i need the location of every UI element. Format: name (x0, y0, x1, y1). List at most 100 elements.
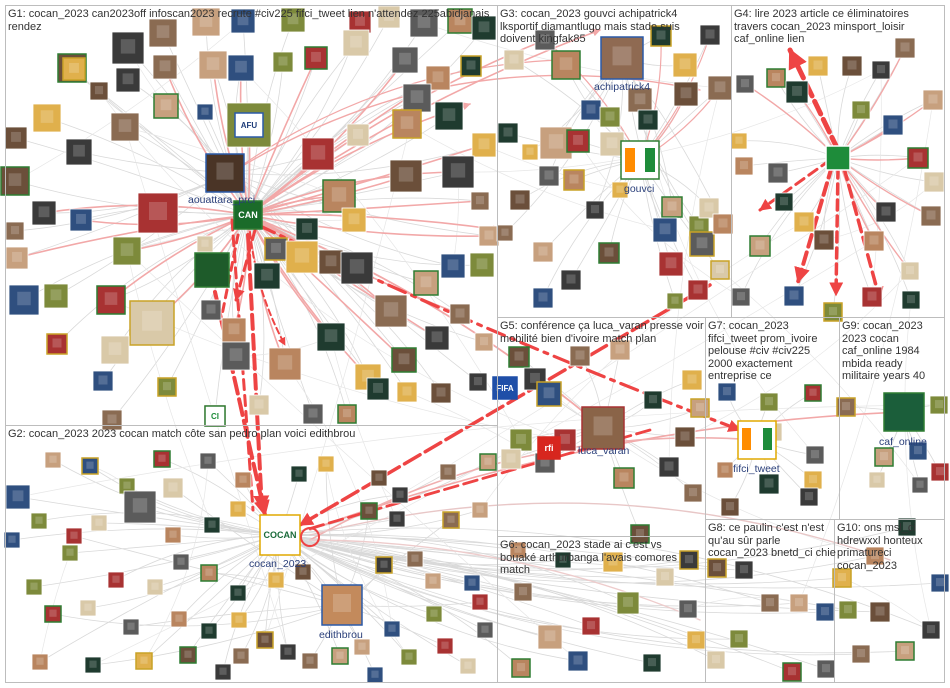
user-avatar-node[interactable] (196, 103, 214, 121)
user-avatar-node[interactable] (585, 200, 605, 220)
user-avatar-node[interactable] (895, 641, 915, 661)
user-avatar-node[interactable] (374, 294, 408, 328)
user-avatar-node[interactable] (474, 332, 494, 352)
afu-logo-node[interactable]: AFU (234, 112, 264, 138)
user-avatar-node[interactable] (377, 5, 401, 29)
user-avatar-node[interactable] (129, 300, 175, 346)
user-avatar-node[interactable] (440, 253, 466, 279)
user-avatar-node[interactable] (232, 647, 250, 665)
user-avatar-node[interactable] (4, 126, 28, 150)
node-label-cocan-2023[interactable]: cocan_2023 (249, 558, 307, 570)
user-avatar-node[interactable] (731, 287, 751, 307)
user-avatar-node[interactable] (32, 103, 62, 133)
user-avatar-node[interactable] (497, 122, 519, 144)
user-avatar-node[interactable] (468, 372, 488, 392)
user-avatar-node[interactable] (832, 568, 852, 588)
user-avatar-node[interactable] (687, 279, 709, 301)
user-avatar-node[interactable] (471, 132, 497, 158)
g4-hub-node[interactable] (825, 145, 851, 171)
user-avatar-node[interactable] (90, 514, 108, 532)
user-avatar-node[interactable] (388, 510, 406, 528)
node-label-achipatrick4[interactable]: achipatrick4 (594, 81, 651, 93)
user-avatar-node[interactable] (532, 287, 554, 309)
user-avatar-node[interactable] (707, 75, 733, 101)
user-avatar-node[interactable] (402, 83, 432, 113)
user-avatar-node[interactable] (294, 563, 312, 581)
user-avatar-node[interactable] (81, 457, 99, 475)
user-avatar-node[interactable] (449, 303, 471, 325)
user-avatar-node[interactable] (122, 618, 140, 636)
user-avatar-node[interactable] (538, 165, 560, 187)
user-avatar-node[interactable] (471, 593, 489, 611)
user-avatar-node[interactable] (699, 24, 721, 46)
user-avatar-node[interactable] (65, 527, 83, 545)
user-avatar-node[interactable] (782, 662, 802, 682)
user-avatar-node[interactable] (107, 571, 125, 589)
user-avatar-node[interactable] (513, 582, 533, 602)
user-avatar-node[interactable] (366, 377, 390, 401)
user-avatar-node[interactable] (836, 397, 856, 417)
user-avatar-node[interactable] (111, 31, 145, 65)
user-avatar-node[interactable] (383, 620, 401, 638)
user-avatar-node[interactable] (690, 398, 710, 418)
user-avatar-node[interactable] (823, 302, 843, 322)
luca-varan-node[interactable] (581, 406, 625, 450)
user-avatar-node[interactable] (720, 497, 740, 517)
user-avatar-node[interactable] (346, 123, 370, 147)
user-avatar-node[interactable] (508, 346, 530, 368)
user-avatar-node[interactable] (816, 659, 836, 679)
user-avatar-node[interactable] (471, 501, 489, 519)
user-avatar-node[interactable] (248, 394, 270, 416)
user-avatar-node[interactable] (630, 524, 650, 544)
user-avatar-node[interactable] (256, 631, 274, 649)
user-avatar-node[interactable] (554, 551, 572, 569)
user-avatar-node[interactable] (767, 162, 789, 184)
achipatrick4-node[interactable] (600, 36, 644, 80)
can-logo-node[interactable]: CAN (233, 200, 263, 230)
user-avatar-node[interactable] (5, 484, 31, 510)
user-avatar-node[interactable] (268, 347, 302, 381)
user-avatar-node[interactable] (112, 236, 142, 266)
user-avatar-node[interactable] (25, 578, 43, 596)
user-avatar-node[interactable] (179, 646, 197, 664)
user-avatar-node[interactable] (673, 81, 699, 107)
node-label-fifci-tweet[interactable]: fifci_tweet (733, 463, 780, 475)
user-avatar-node[interactable] (479, 453, 497, 471)
user-avatar-node[interactable] (569, 345, 591, 367)
user-avatar-node[interactable] (734, 156, 754, 176)
user-avatar-node[interactable] (735, 74, 755, 94)
user-avatar-node[interactable] (267, 571, 285, 589)
user-avatar-node[interactable] (503, 49, 525, 71)
user-avatar-node[interactable] (157, 377, 177, 397)
caf-online-node[interactable] (883, 392, 925, 432)
user-avatar-node[interactable] (496, 224, 514, 242)
user-avatar-node[interactable] (874, 447, 894, 467)
user-avatar-node[interactable] (301, 652, 319, 670)
user-avatar-node[interactable] (805, 445, 825, 465)
user-avatar-node[interactable] (900, 261, 920, 281)
edithbrou-node[interactable] (321, 584, 363, 626)
user-avatar-node[interactable] (353, 638, 371, 656)
user-avatar-node[interactable] (599, 106, 621, 128)
user-avatar-node[interactable] (869, 601, 891, 623)
user-avatar-node[interactable] (611, 181, 629, 199)
user-avatar-node[interactable] (3, 531, 21, 549)
user-avatar-node[interactable] (469, 252, 495, 278)
user-avatar-node[interactable] (602, 551, 624, 573)
user-avatar-node[interactable] (758, 473, 780, 495)
user-avatar-node[interactable] (342, 29, 370, 57)
user-avatar-node[interactable] (304, 46, 328, 70)
user-avatar-node[interactable] (920, 205, 942, 227)
user-avatar-node[interactable] (749, 235, 771, 257)
user-avatar-node[interactable] (734, 560, 754, 580)
user-avatar-node[interactable] (115, 67, 141, 93)
user-avatar-node[interactable] (442, 511, 460, 529)
user-avatar-node[interactable] (666, 292, 684, 310)
user-avatar-node[interactable] (221, 317, 247, 343)
user-avatar-node[interactable] (196, 235, 214, 253)
user-avatar-node[interactable] (804, 384, 822, 402)
user-avatar-node[interactable] (44, 605, 62, 623)
user-avatar-node[interactable] (901, 290, 921, 310)
user-avatar-node[interactable] (389, 159, 423, 193)
user-avatar-node[interactable] (643, 390, 663, 410)
